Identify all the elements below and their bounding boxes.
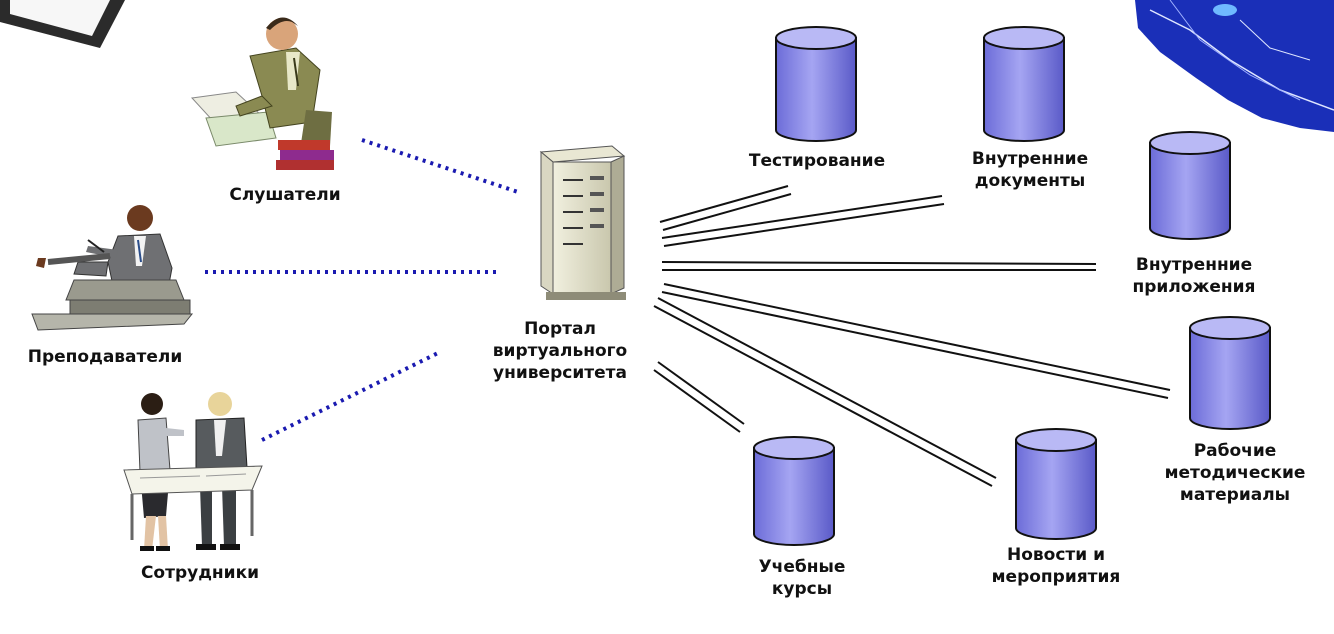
label-courses: Учебные курсы (758, 557, 846, 599)
corner-card-icon (0, 0, 125, 48)
label-methodical: Рабочие методические материалы (1164, 441, 1306, 505)
student-reading-icon (190, 17, 334, 170)
label-internal-apps: Внутренние приложения (1132, 255, 1256, 297)
link-internal-apps (661, 261, 1097, 271)
label-students: Слушатели (229, 185, 341, 205)
database-news-icon (1015, 428, 1097, 540)
database-courses-icon (753, 436, 835, 546)
link-courses (653, 361, 745, 433)
database-methodical-icon (1189, 316, 1271, 430)
label-news: Новости и мероприятия (991, 545, 1121, 587)
label-internal-docs: Внутренние документы (971, 149, 1089, 191)
link-internal-docs (661, 195, 945, 247)
staff-meeting-icon (123, 392, 263, 551)
database-testing-icon (775, 26, 857, 142)
database-internal-apps-icon (1149, 131, 1231, 240)
label-testing: Тестирование (748, 151, 886, 171)
map-icon (1135, 0, 1334, 132)
link-students (361, 138, 519, 194)
link-news (653, 297, 997, 487)
link-testing (659, 185, 792, 231)
server-tower-icon (539, 145, 626, 300)
label-teachers: Преподаватели (27, 347, 183, 367)
link-methodical (661, 283, 1171, 399)
label-portal: Портал виртуального университета (492, 319, 628, 383)
database-internal-docs-icon (983, 26, 1065, 142)
lecturer-podium-icon (31, 205, 194, 331)
link-staff (261, 350, 441, 442)
label-staff: Сотрудники (140, 563, 260, 583)
